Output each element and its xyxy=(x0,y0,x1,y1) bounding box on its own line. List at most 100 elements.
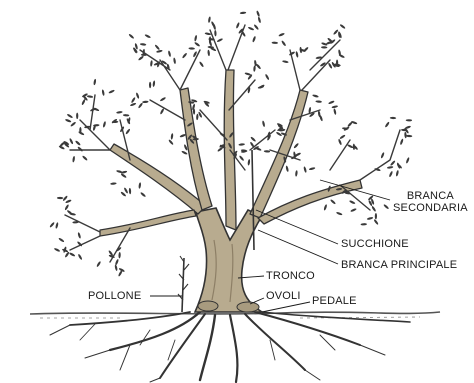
leaf xyxy=(149,82,151,88)
leaf xyxy=(49,222,55,228)
leaf xyxy=(128,33,134,39)
leaf xyxy=(404,132,407,139)
label-branca-principale: BRANCA PRINCIPALE xyxy=(341,259,457,271)
leaf xyxy=(141,54,147,56)
leaf xyxy=(64,251,69,258)
leaf xyxy=(118,270,123,277)
leaf xyxy=(390,160,396,166)
leaf xyxy=(205,32,212,35)
leaf xyxy=(339,134,346,139)
leaf xyxy=(116,111,123,114)
label-ovoli: OVOLI xyxy=(266,290,301,302)
leaf xyxy=(130,102,137,106)
leaf xyxy=(217,38,224,43)
leaf xyxy=(400,138,404,145)
leaf xyxy=(55,222,59,229)
leaf xyxy=(390,117,397,120)
leaf xyxy=(150,60,153,67)
leaf xyxy=(312,94,319,98)
leaf xyxy=(347,144,354,149)
leaf xyxy=(156,50,163,54)
leaf xyxy=(102,121,106,128)
leaf xyxy=(349,200,356,205)
leaf xyxy=(138,55,144,61)
leader-pedale xyxy=(262,302,310,312)
label-branca-secondaria-line1: BRANCA xyxy=(393,190,468,202)
leaf xyxy=(78,254,83,261)
leaf xyxy=(375,213,377,219)
leaf xyxy=(353,144,355,150)
leaf xyxy=(140,43,147,46)
leaf xyxy=(154,44,160,50)
leaf xyxy=(253,65,256,72)
leaf xyxy=(384,121,389,128)
label-pedale: PEDALE xyxy=(312,295,357,307)
leaf xyxy=(331,105,338,109)
leaf xyxy=(239,155,245,161)
leaf xyxy=(135,92,139,99)
leaf xyxy=(256,10,260,17)
leaf xyxy=(309,167,316,171)
leaf xyxy=(254,60,257,67)
leaf xyxy=(336,211,343,215)
leaf xyxy=(115,259,119,266)
leaf xyxy=(93,79,96,86)
leaf xyxy=(65,199,72,204)
leaf xyxy=(240,11,247,14)
label-tronco: TRONCO xyxy=(266,270,315,282)
leaf xyxy=(168,139,174,145)
leaf xyxy=(321,46,327,48)
leaf xyxy=(69,252,76,257)
leaf xyxy=(120,173,127,178)
leaf xyxy=(295,51,298,58)
leaf xyxy=(65,119,72,123)
leaf xyxy=(96,261,101,268)
leaf xyxy=(262,120,266,127)
leaf xyxy=(250,141,255,148)
leaf xyxy=(77,232,81,239)
leaf xyxy=(81,99,86,106)
label-branca-secondaria-line2: SECONDARIA xyxy=(393,202,468,214)
leaf xyxy=(110,182,117,185)
leaf xyxy=(70,121,76,127)
leaf xyxy=(138,182,141,189)
leader-branca-principale xyxy=(258,230,338,264)
leaf xyxy=(303,46,309,52)
leaf xyxy=(361,223,368,226)
leaf xyxy=(367,217,374,221)
leaf xyxy=(182,52,188,58)
leaf xyxy=(67,113,74,118)
ground xyxy=(30,312,440,318)
leaf xyxy=(67,210,73,216)
leaf xyxy=(179,134,186,138)
leaf xyxy=(389,171,394,178)
label-succhione: SUCCHIONE xyxy=(341,238,409,250)
leaf xyxy=(278,32,285,37)
leaf xyxy=(181,150,188,155)
leaf xyxy=(282,60,289,63)
main-branches xyxy=(100,70,362,236)
leaf xyxy=(252,36,256,43)
leaf xyxy=(131,97,136,104)
leaf xyxy=(194,35,197,42)
leaf xyxy=(108,89,115,94)
leaf xyxy=(264,150,271,153)
leaf xyxy=(396,170,400,177)
leaf xyxy=(72,156,75,163)
leaf xyxy=(350,208,357,213)
leaf xyxy=(338,139,342,146)
leaf xyxy=(192,104,196,111)
leaf xyxy=(236,22,241,29)
leaf xyxy=(265,74,270,81)
leaf xyxy=(129,188,132,195)
leaf xyxy=(406,119,412,121)
leaf xyxy=(406,135,413,138)
leaf xyxy=(405,157,409,164)
pollone-shoot xyxy=(178,256,189,312)
leaf xyxy=(58,237,65,242)
leaf xyxy=(276,131,283,136)
leaf xyxy=(123,114,130,117)
label-pollone: POLLONE xyxy=(88,290,141,302)
leaf xyxy=(383,204,389,210)
